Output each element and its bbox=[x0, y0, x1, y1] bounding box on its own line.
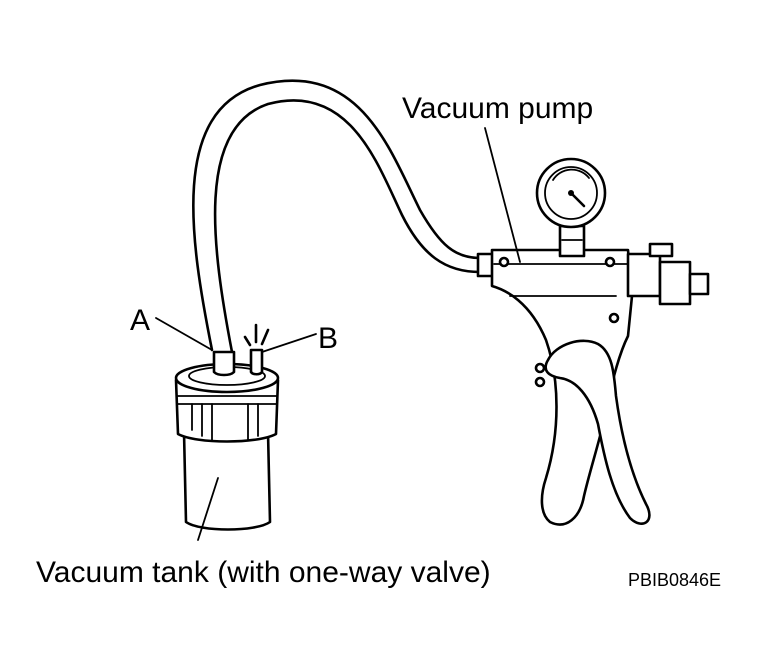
vacuum-tank bbox=[174, 348, 280, 531]
vacuum-pump-label: Vacuum pump bbox=[402, 92, 593, 125]
vacuum-pump bbox=[476, 157, 710, 526]
point-b-label: B bbox=[318, 322, 338, 355]
air-flow-marks-icon bbox=[243, 323, 270, 347]
figure-code: PBIB0846E bbox=[628, 570, 721, 590]
leader-lines bbox=[155, 127, 521, 541]
point-a-label: A bbox=[130, 304, 150, 337]
vacuum-hose bbox=[192, 79, 482, 354]
vacuum-tank-label: Vacuum tank (with one-way valve) bbox=[36, 556, 491, 589]
